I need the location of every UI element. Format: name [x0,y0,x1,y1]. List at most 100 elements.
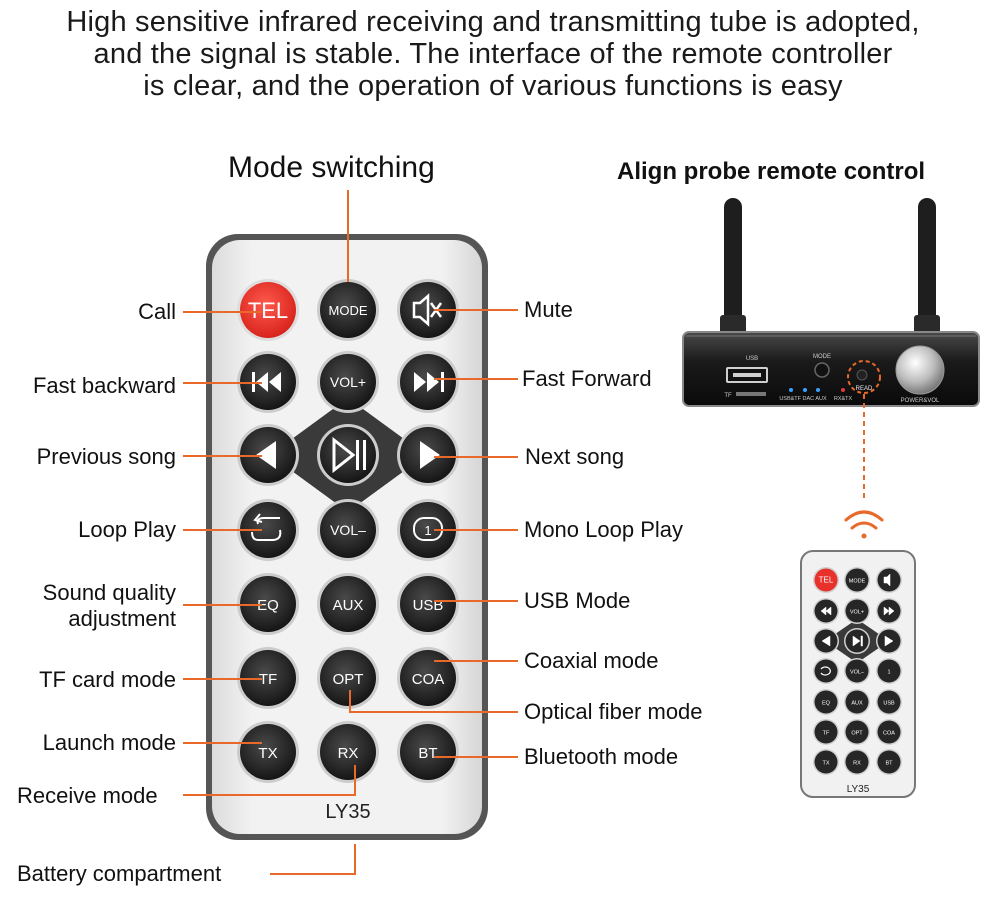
mini-remote-button-label: 1 [887,670,890,676]
aux-button[interactable]: AUX [317,573,379,635]
headline-line-3: is clear, and the operation of various f… [143,70,843,102]
mini-remote-button-label: TF [823,731,830,737]
mono-loop-button[interactable]: 1 [397,499,459,561]
device-power-text: POWER&VOL [901,398,940,404]
device-read-text: READ [856,386,873,392]
mini-remote-button-label: TEL [819,576,834,585]
opt-button[interactable]: OPT [317,647,379,709]
mini-remote-button: USB [876,689,902,715]
bluetooth-mode-label: Bluetooth mode [524,744,679,769]
power-volume-knob[interactable] [895,345,945,395]
bt-label: BT [418,745,437,762]
headline: High sensitive infrared receiving and tr… [0,6,986,102]
mini-remote-button: VOL+ [844,598,870,624]
mini-remote-button-label: AUX [851,701,863,707]
mini-remote-button-icon [883,573,891,587]
eq-label: EQ [257,597,279,614]
eq-button[interactable]: EQ [237,573,299,635]
mini-remote-button: VOL– [844,658,870,684]
mini-remote-button [813,598,839,624]
opt-label: OPT [333,671,364,688]
mini-remote-button-label: EQ [822,701,831,707]
tx-button[interactable]: TX [237,721,299,783]
mini-remote-button-label: USB [883,701,895,707]
mini-remote-button [813,628,839,654]
mini-remote-button-label: RX [853,761,861,767]
mode-button[interactable]: MODE [317,279,379,341]
play-pause-button[interactable] [317,424,379,486]
loop-play-label: Loop Play [78,517,176,542]
mini-remote-button-label: MODE [849,579,866,585]
mini-remote-button: AUX [844,689,870,715]
mode-button-label: MODE [329,303,368,318]
mini-remote-button: TEL [813,567,839,593]
mini-remote-button-label: TX [822,761,829,767]
fast-backward-label: Fast backward [32,373,176,398]
mini-remote-button-label: COA [883,731,895,737]
fast-backward-button[interactable] [237,351,299,413]
tf-button[interactable]: TF [237,647,299,709]
next-song-button[interactable] [397,424,459,486]
device-usb-text: USB [746,356,758,362]
mini-remote-button [844,628,870,654]
mini-remote-button-icon [820,666,831,676]
bt-button[interactable]: BT [397,721,459,783]
mute-button[interactable] [397,279,459,341]
tf-card-mode-label: TF card mode [39,667,176,692]
ir-probe-highlight [847,360,881,394]
receive-mode-label: Receive mode [17,783,158,808]
mini-remote-button: OPT [844,719,870,745]
mini-remote-button-label: OPT [851,731,863,737]
call-label: Call [138,299,176,324]
antenna-right [914,198,940,335]
battery-compartment-label: Battery compartment [17,861,222,886]
mini-remote-button [813,658,839,684]
play-pause-icon [332,436,366,474]
ir-receiver [856,369,868,381]
optical-fiber-mode-label: Optical fiber mode [524,699,703,724]
tel-button[interactable]: TEL [237,279,299,341]
vol-down-button[interactable]: VOL– [317,499,379,561]
previous-song-button[interactable] [237,424,299,486]
sound-quality-label-2: adjustment [68,606,176,631]
mini-remote-button-icon [821,635,831,647]
mini-remote-button: BT [876,749,902,775]
mono-loop-play-label: Mono Loop Play [524,517,683,542]
mini-remote-button [876,598,902,624]
loop-icon [251,513,282,541]
mini-remote-button [876,567,902,593]
coa-button[interactable]: COA [397,647,459,709]
headline-line-2: and the signal is stable. The interface … [93,38,893,70]
mini-remote-button: MODE [844,567,870,593]
tel-button-label: TEL [248,298,288,323]
vol-up-label: VOL+ [330,374,366,390]
mini-remote-button: TF [813,719,839,745]
mini-remote-button: 1 [876,658,902,684]
vol-down-label: VOL– [330,522,366,538]
mini-remote-button-icon [883,606,895,616]
sound-quality-label-1: Sound quality [42,580,176,605]
mini-remote-button-icon [852,635,863,647]
svg-text:1: 1 [424,523,431,538]
mini-remote-button: COA [876,719,902,745]
fast-forward-button[interactable] [397,351,459,413]
mini-remote-button-label: VOL+ [850,610,864,616]
mini-remote-model-label: LY35 [847,784,870,795]
mini-remote-button [876,628,902,654]
coa-label: COA [412,671,445,688]
device-mode-button[interactable] [814,362,830,378]
next-song-label: Next song [525,444,625,469]
mode-switching-title: Mode switching [228,151,435,184]
device-tf-text: TF [724,393,732,399]
tx-label: TX [258,745,277,762]
aux-label: AUX [333,597,364,614]
loop-play-button[interactable] [237,499,299,561]
rx-button[interactable]: RX [317,721,379,783]
launch-mode-label: Launch mode [42,730,176,755]
usb-mode-label: USB Mode [524,588,631,613]
vol-up-button[interactable]: VOL+ [317,351,379,413]
rx-label: RX [338,745,359,762]
tf-label: TF [259,671,277,688]
remote-model-label: LY35 [325,801,370,823]
